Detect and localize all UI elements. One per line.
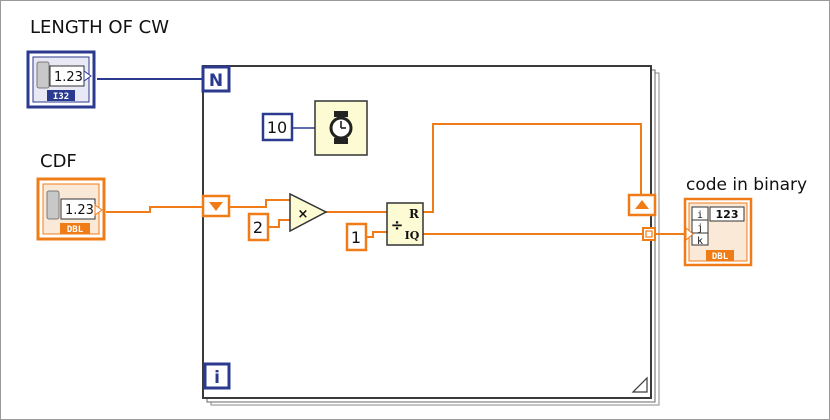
output-input-arrow-icon bbox=[685, 226, 694, 242]
code-in-binary-label: code in binary bbox=[686, 175, 808, 195]
length-of-cw-control[interactable]: 1.23 I32 bbox=[26, 50, 96, 109]
cdf-control-knob-icon bbox=[46, 190, 60, 220]
cdf-type-badge bbox=[60, 223, 90, 234]
output-display-box bbox=[709, 206, 745, 222]
wires bbox=[97, 78, 686, 238]
wait-constant[interactable]: 10 bbox=[261, 112, 294, 142]
code-in-binary-indicator[interactable]: i j k 123 DBL bbox=[683, 197, 753, 267]
shift-register-up-arrow-icon bbox=[635, 200, 649, 209]
wait-constant-box bbox=[261, 112, 294, 142]
loop-count-label: N bbox=[209, 71, 223, 91]
wait-constant-value: 10 bbox=[267, 118, 287, 137]
length-output-arrow-icon bbox=[83, 70, 92, 82]
loop-resize-handle[interactable] bbox=[631, 376, 648, 393]
watch-icon bbox=[329, 111, 353, 144]
length-type-badge bbox=[47, 90, 75, 101]
output-index-k: k bbox=[697, 236, 703, 247]
quotient-remainder-box bbox=[386, 202, 424, 246]
loop-iteration-box bbox=[203, 362, 231, 390]
wait-node[interactable] bbox=[314, 100, 368, 156]
length-type-label: I32 bbox=[53, 92, 69, 102]
wire-shift-to-multiply[interactable] bbox=[229, 199, 290, 208]
quotient-output-label: IQ bbox=[405, 229, 420, 242]
output-type-label: DBL bbox=[712, 252, 729, 262]
shift-register-left[interactable] bbox=[201, 194, 231, 218]
cdf-output-arrow-icon bbox=[94, 204, 103, 216]
output-index-column bbox=[691, 206, 709, 246]
loop-iteration-terminal[interactable]: i bbox=[203, 362, 231, 390]
divisor-constant-value: 1 bbox=[351, 228, 361, 247]
loop-iteration-label: i bbox=[214, 368, 220, 388]
loop-count-box bbox=[201, 65, 231, 93]
length-control-knob-icon bbox=[36, 61, 50, 89]
indexing-tunnel-box bbox=[642, 227, 656, 241]
indexing-tunnel[interactable] bbox=[642, 227, 656, 241]
wire-cdf-to-shift-register[interactable] bbox=[106, 206, 203, 213]
for-loop[interactable] bbox=[202, 65, 660, 406]
multiplier-constant-box bbox=[247, 212, 270, 242]
length-control-display: 1.23 bbox=[54, 70, 83, 85]
multiply-node[interactable]: × bbox=[289, 192, 328, 233]
shift-register-down-arrow-icon bbox=[209, 202, 223, 211]
loop-count-terminal[interactable]: N bbox=[201, 65, 231, 93]
multiplier-constant[interactable]: 2 bbox=[247, 212, 270, 242]
cdf-type-label: DBL bbox=[67, 225, 84, 235]
multiplier-constant-value: 2 bbox=[253, 218, 263, 237]
multiply-symbol: × bbox=[298, 207, 309, 222]
output-display: 123 bbox=[716, 208, 739, 221]
length-of-cw-label: LENGTH OF CW bbox=[30, 17, 170, 38]
wire-remainder-to-shift-register[interactable] bbox=[423, 123, 642, 213]
output-index-i: i bbox=[697, 210, 703, 221]
wire-one-to-quotient[interactable] bbox=[366, 231, 387, 238]
divisor-constant[interactable]: 1 bbox=[345, 222, 368, 252]
cdf-label: CDF bbox=[40, 151, 77, 172]
divide-icon: ÷ bbox=[391, 216, 404, 234]
multiply-node-triangle bbox=[289, 192, 328, 233]
indexing-tunnel-bracket-icon bbox=[645, 230, 653, 238]
wait-node-box bbox=[314, 100, 368, 156]
cdf-control-display: 1.23 bbox=[65, 203, 94, 218]
output-type-badge bbox=[706, 250, 734, 261]
quotient-remainder-node[interactable]: ÷ R IQ bbox=[386, 202, 424, 246]
cdf-control[interactable]: 1.23 DBL bbox=[36, 177, 106, 241]
divisor-constant-box bbox=[345, 222, 368, 252]
output-index-j: j bbox=[697, 223, 703, 234]
shift-register-right[interactable] bbox=[627, 193, 657, 217]
wire-two-to-multiply[interactable] bbox=[268, 219, 290, 228]
remainder-output-label: R bbox=[409, 207, 420, 221]
